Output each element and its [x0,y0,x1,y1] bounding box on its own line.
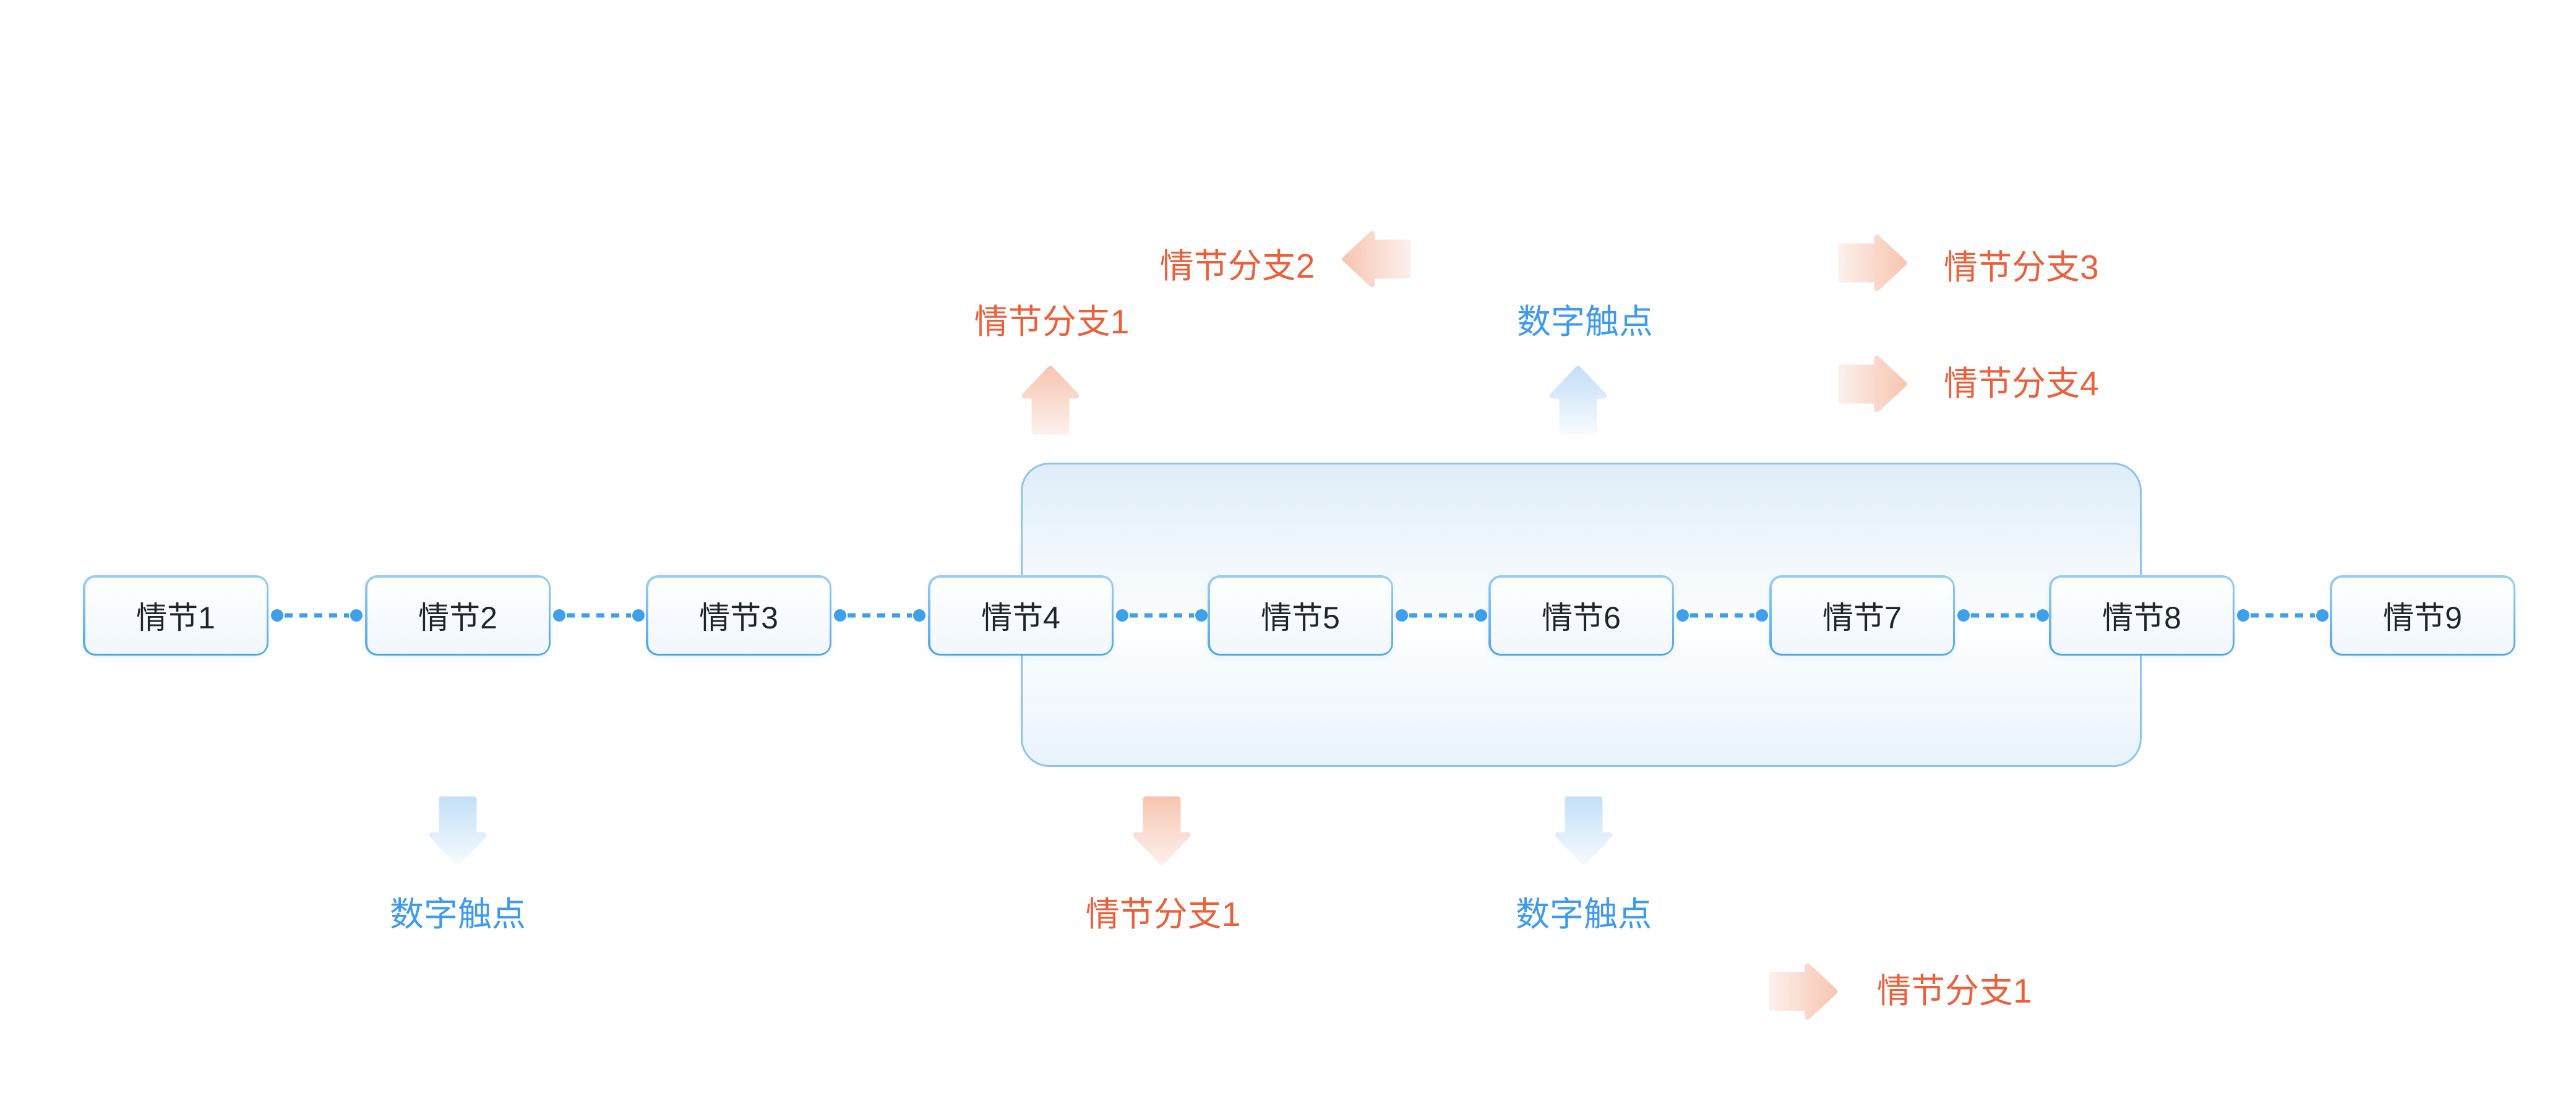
annotation-label-bottom-branch-right: 情节分支1 [1877,972,2032,1010]
connector-dotted-1-2 [271,609,363,622]
right-arrow-icon [1769,963,1838,1020]
annotation-label-top-branch-1: 情节分支1 [974,302,1130,341]
annotation-label-bottom-branch-1: 情节分支1 [1085,895,1241,933]
plot-node-8-label: 情节8 [2102,601,2181,635]
annotation-label-top-branch-2: 情节分支2 [1159,247,1315,285]
plot-node-1[interactable]: 情节1 [83,575,268,656]
plot-node-7[interactable]: 情节7 [1769,575,1955,656]
connector-dotted-8-9 [2237,609,2329,622]
connector-dotted-2-3 [553,609,645,622]
plot-node-9[interactable]: 情节9 [2330,575,2515,656]
right-arrow-icon [1838,234,1907,291]
left-arrow-icon [1342,231,1411,288]
annotation-label-top-touchpoint: 数字触点 [1516,302,1654,341]
plot-node-1-label: 情节1 [136,601,215,635]
plot-node-2-body: 情节2 [367,577,549,654]
plot-node-3-label: 情节3 [699,601,778,635]
plot-node-7-body: 情节7 [1771,577,1953,654]
plot-node-5[interactable]: 情节5 [1208,575,1393,656]
plot-node-5-body: 情节5 [1209,577,1391,654]
up-arrow-icon [1549,366,1607,435]
annotation-label-top-branch-3: 情节分支3 [1944,248,2099,286]
plot-node-6-label: 情节6 [1542,601,1621,635]
plot-node-9-body: 情节9 [2332,577,2514,654]
connector-dotted-3-4 [834,609,925,622]
right-arrow-icon [1838,356,1907,413]
plot-node-3[interactable]: 情节3 [646,575,831,656]
plot-node-7-label: 情节7 [1823,601,1902,635]
plot-node-4-label: 情节4 [981,601,1060,635]
plot-node-4[interactable]: 情节4 [928,575,1114,656]
plot-node-4-body: 情节4 [930,577,1112,654]
plot-node-6-body: 情节6 [1490,577,1672,654]
down-arrow-icon [429,796,487,865]
connector-dotted-5-6 [1396,609,1487,622]
connector-dotted-6-7 [1677,609,1768,622]
annotation-label-top-branch-4: 情节分支4 [1944,364,2099,403]
connector-dotted-4-5 [1116,609,1208,622]
plot-node-2[interactable]: 情节2 [365,575,551,656]
plot-node-1-body: 情节1 [85,577,267,654]
plot-node-8-body: 情节8 [2051,577,2233,654]
plot-node-5-label: 情节5 [1261,601,1340,635]
plot-node-3-body: 情节3 [648,577,830,654]
down-arrow-icon [1555,796,1613,865]
up-arrow-icon [1021,366,1080,435]
plot-node-6[interactable]: 情节6 [1488,575,1674,656]
plot-node-9-label: 情节9 [2383,601,2462,635]
plot-node-2-label: 情节2 [418,601,497,635]
annotation-label-bottom-touchpoint-left: 数字触点 [389,895,526,933]
down-arrow-icon [1133,796,1191,865]
annotation-label-bottom-touchpoint-mid: 数字触点 [1515,895,1652,933]
connector-dotted-7-8 [1957,609,2049,622]
plot-node-8[interactable]: 情节8 [2049,575,2235,656]
